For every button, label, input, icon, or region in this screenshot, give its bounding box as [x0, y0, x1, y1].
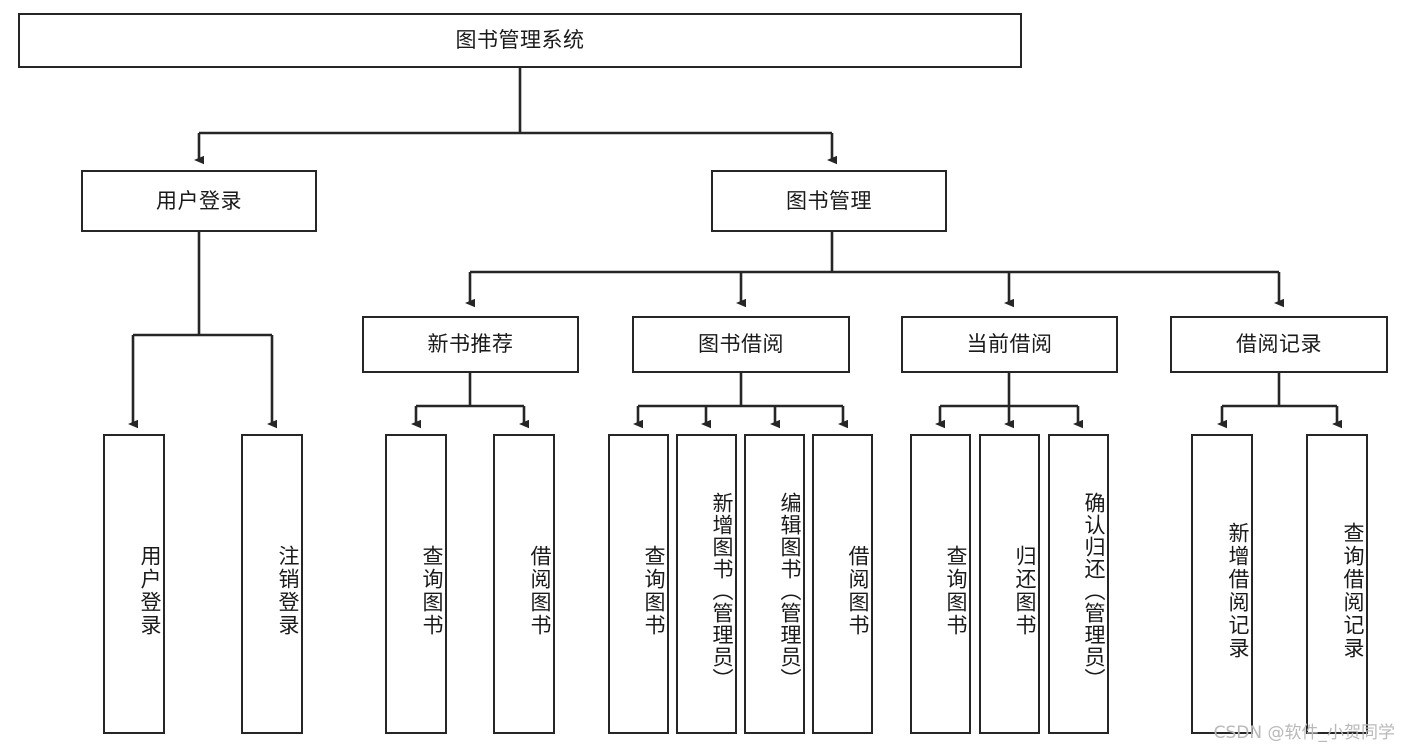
node-label: 图书管理	[786, 188, 872, 213]
leaf-user-login-logout[interactable]: 注销登录	[241, 434, 303, 734]
node-borrow-record[interactable]: 借阅记录	[1170, 316, 1388, 373]
node-book-management[interactable]: 图书管理	[711, 170, 947, 232]
leaf-user-login-login[interactable]: 用户登录	[103, 434, 165, 734]
node-label: 当前借阅	[966, 332, 1053, 357]
node-label: 归还图书	[1013, 545, 1037, 637]
node-label: 查询图书	[420, 545, 444, 637]
node-label: 图书管理系统	[455, 28, 585, 53]
node-label: 借阅图书	[528, 545, 552, 637]
leaf-book-borrow-query[interactable]: 查询图书	[608, 434, 669, 734]
node-label: 注销登录	[276, 545, 300, 637]
node-label: 借阅记录	[1236, 332, 1322, 357]
node-current-borrow[interactable]: 当前借阅	[901, 316, 1118, 373]
leaf-borrow-record-query[interactable]: 查询借阅记录	[1306, 434, 1368, 734]
leaf-new-book-borrow[interactable]: 借阅图书	[493, 434, 555, 734]
leaf-current-borrow-query[interactable]: 查询图书	[910, 434, 971, 734]
node-root-system[interactable]: 图书管理系统	[18, 13, 1022, 68]
node-label: 新增借阅记录	[1226, 522, 1250, 660]
node-label: 图书借阅	[698, 332, 784, 357]
leaf-current-borrow-confirm-return[interactable]: 确认归还（管理员）	[1048, 434, 1109, 734]
node-label: 编辑图书（管理员）	[778, 492, 802, 690]
leaf-new-book-query[interactable]: 查询图书	[385, 434, 447, 734]
node-label: 借阅图书	[846, 545, 870, 637]
leaf-borrow-record-add[interactable]: 新增借阅记录	[1191, 434, 1253, 734]
leaf-book-borrow-borrow[interactable]: 借阅图书	[812, 434, 873, 734]
node-label: 新增图书（管理员）	[710, 492, 734, 690]
leaf-book-borrow-add[interactable]: 新增图书（管理员）	[676, 434, 737, 734]
node-label: 查询借阅记录	[1341, 522, 1365, 660]
node-label: 查询图书	[642, 545, 666, 637]
node-user-login[interactable]: 用户登录	[81, 170, 317, 232]
node-label: 查询图书	[944, 545, 968, 637]
leaf-book-borrow-edit[interactable]: 编辑图书（管理员）	[744, 434, 805, 734]
node-book-borrow[interactable]: 图书借阅	[632, 316, 850, 373]
node-label: 新书推荐	[427, 332, 514, 357]
node-label: 用户登录	[138, 545, 162, 637]
node-label: 用户登录	[156, 188, 242, 213]
leaf-current-borrow-return[interactable]: 归还图书	[979, 434, 1040, 734]
node-label: 确认归还（管理员）	[1082, 492, 1106, 690]
node-new-book-recommend[interactable]: 新书推荐	[362, 316, 579, 373]
watermark-text: CSDN @软件_小贺同学	[1213, 723, 1395, 743]
